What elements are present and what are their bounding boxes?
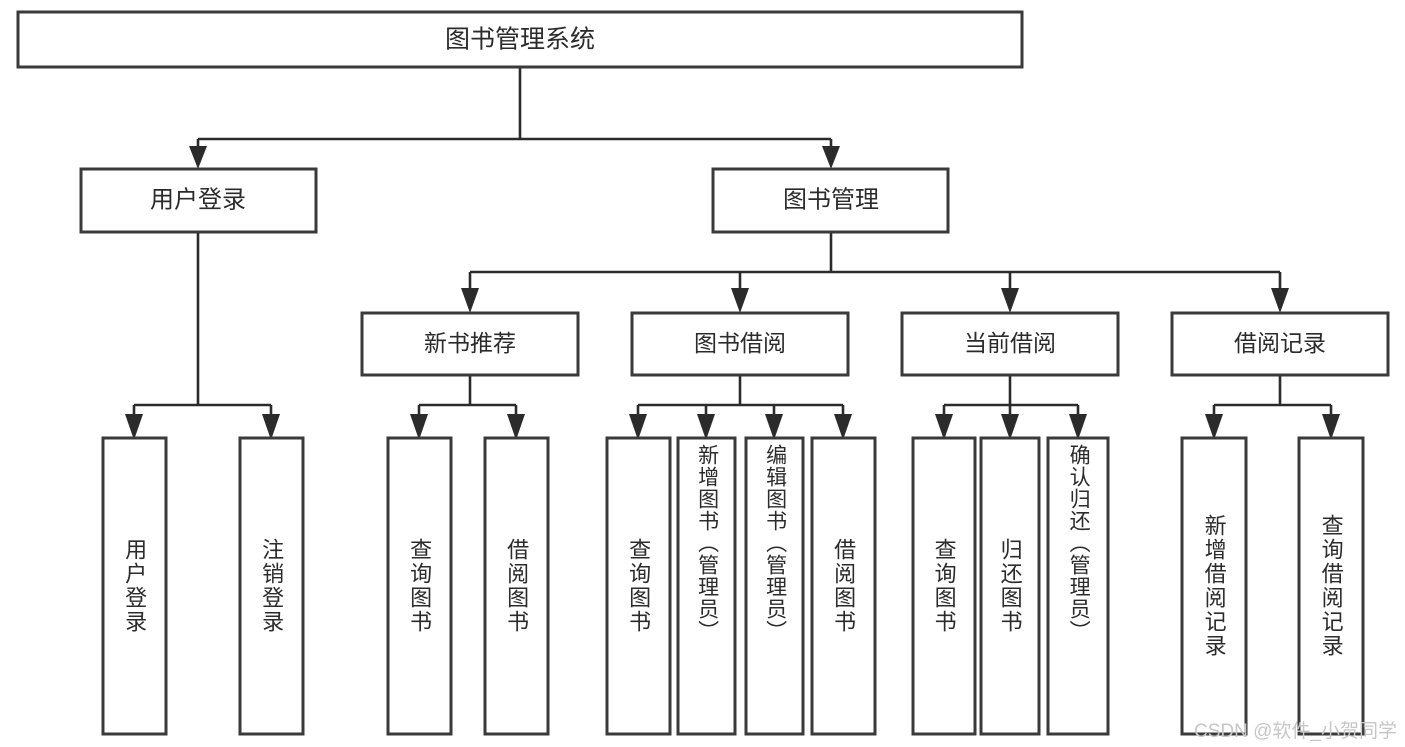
leaf-edit-book-admin-label: 编辑图书（管理员）	[763, 444, 787, 642]
leaf-add-book-admin[interactable]: 新增图书（管理员）	[678, 438, 735, 734]
leaf-return-book-label: 归还图书	[997, 538, 1023, 634]
node-borrow-record-label: 借阅记录	[1234, 330, 1326, 356]
leaf-confirm-return-admin[interactable]: 确认归还（管理员）	[1048, 438, 1108, 734]
node-book-management[interactable]: 图书管理	[711, 167, 950, 234]
leaf-query-book-newbook[interactable]: 查询图书	[388, 438, 451, 734]
leaf-query-borrow-record[interactable]: 查询借阅记录	[1299, 438, 1363, 734]
connector-bookmgmt-to-level3	[461, 232, 1289, 313]
leaf-box[interactable]	[744, 436, 805, 736]
arrow-head-icon	[935, 414, 953, 440]
leaf-box[interactable]	[238, 436, 305, 736]
leaf-query-borrow-record-label: 查询借阅记录	[1318, 514, 1344, 658]
arrow-head-icon	[1271, 288, 1289, 313]
arrow-head-icon	[1001, 288, 1019, 313]
leaf-user-login-label: 用户登录	[122, 538, 148, 634]
leaf-query-book-current[interactable]: 查询图书	[913, 438, 975, 734]
leaf-borrow-book-newbook-label: 借阅图书	[504, 538, 530, 634]
leaf-add-borrow-record[interactable]: 新增借阅记录	[1182, 438, 1246, 734]
arrow-head-icon	[629, 414, 647, 440]
leaf-box[interactable]	[605, 436, 672, 736]
node-user-login-label: 用户登录	[150, 186, 246, 213]
leaf-box[interactable]	[810, 436, 877, 736]
arrow-head-icon	[1069, 414, 1087, 440]
connector-record-to-leaves	[1205, 375, 1340, 440]
watermark: CSDN @软件_小贺同学	[1194, 721, 1397, 742]
connector-root-to-level2	[189, 67, 840, 169]
node-borrow-record[interactable]: 借阅记录	[1170, 311, 1390, 377]
node-new-book-recommend[interactable]: 新书推荐	[360, 311, 580, 377]
arrow-head-icon	[262, 414, 280, 440]
arrow-head-icon	[765, 414, 783, 440]
leaf-box[interactable]	[101, 436, 168, 736]
leaf-confirm-return-admin-label: 确认归还（管理员）	[1067, 444, 1091, 642]
arrow-head-icon	[507, 414, 525, 440]
leaf-borrow-book-label: 借阅图书	[831, 538, 857, 634]
leaf-logout[interactable]: 注销登录	[240, 438, 303, 734]
leaf-box[interactable]	[1297, 436, 1365, 736]
connector-borrow-to-leaves	[629, 375, 852, 440]
leaf-boxes	[101, 436, 1365, 736]
node-book-borrow[interactable]: 图书借阅	[630, 311, 850, 377]
arrow-head-icon	[731, 288, 749, 313]
leaf-box[interactable]	[1046, 436, 1110, 736]
arrow-head-icon	[125, 414, 143, 440]
arrow-head-icon	[697, 414, 715, 440]
node-root[interactable]: 图书管理系统	[16, 10, 1024, 69]
connector-current-to-leaves	[935, 375, 1087, 440]
leaf-query-book-borrow-label: 查询图书	[626, 538, 652, 634]
leaf-box[interactable]	[676, 436, 737, 736]
node-current-borrow[interactable]: 当前借阅	[900, 311, 1120, 377]
leaf-box[interactable]	[1180, 436, 1248, 736]
arrow-head-icon	[410, 414, 428, 440]
leaf-add-borrow-record-label: 新增借阅记录	[1201, 514, 1227, 658]
leaf-box[interactable]	[483, 436, 550, 736]
node-current-borrow-label: 当前借阅	[964, 330, 1056, 356]
connector-userlogin-to-leaves	[125, 232, 280, 440]
leaf-logout-label: 注销登录	[259, 538, 285, 634]
leaf-box[interactable]	[386, 436, 453, 736]
leaf-user-login[interactable]: 用户登录	[103, 438, 166, 734]
leaf-query-book-newbook-label: 查询图书	[407, 538, 433, 634]
leaf-borrow-book-newbook[interactable]: 借阅图书	[485, 438, 548, 734]
arrow-head-icon	[1322, 414, 1340, 440]
leaf-box[interactable]	[911, 436, 977, 736]
leaf-borrow-book[interactable]: 借阅图书	[812, 438, 875, 734]
arrow-head-icon	[1001, 414, 1019, 440]
leaf-box[interactable]	[979, 436, 1041, 736]
node-root-label: 图书管理系统	[445, 26, 595, 54]
leaf-add-book-admin-label: 新增图书（管理员）	[695, 444, 719, 642]
connector-newbook-to-leaves	[410, 375, 525, 440]
leaf-edit-book-admin[interactable]: 编辑图书（管理员）	[746, 438, 803, 734]
leaf-query-book-borrow[interactable]: 查询图书	[607, 438, 670, 734]
node-book-borrow-label: 图书借阅	[694, 330, 786, 356]
node-new-book-recommend-label: 新书推荐	[424, 330, 516, 356]
arrow-head-icon	[834, 414, 852, 440]
arrow-head-icon	[1205, 414, 1223, 440]
node-user-login[interactable]: 用户登录	[79, 167, 318, 234]
leaf-query-book-current-label: 查询图书	[931, 538, 957, 634]
node-book-management-label: 图书管理	[783, 186, 879, 213]
arrow-head-icon	[461, 288, 479, 313]
leaf-return-book[interactable]: 归还图书	[981, 438, 1039, 734]
